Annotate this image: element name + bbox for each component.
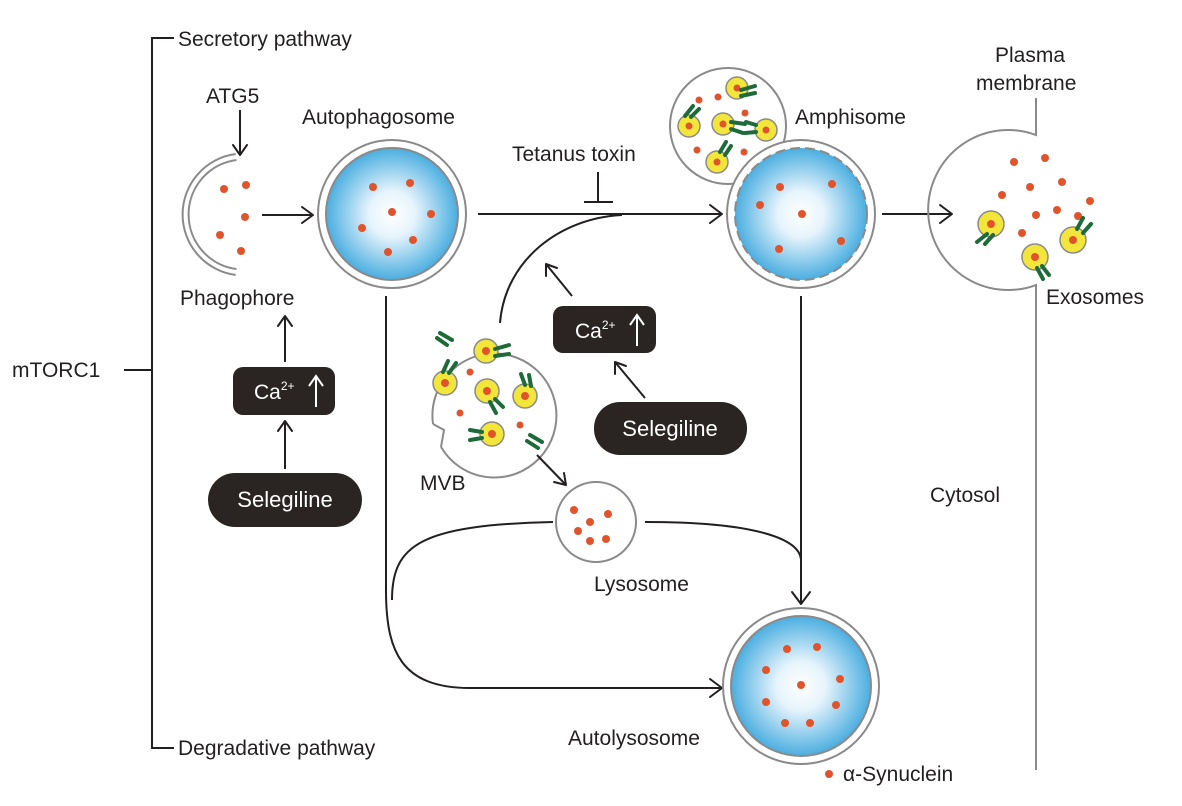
phagophore-to-autophagosome-arrow bbox=[262, 206, 314, 224]
mvb bbox=[431, 331, 558, 479]
mtorc1-bracket bbox=[124, 37, 174, 749]
autophagosome-label: Autophagosome bbox=[302, 106, 455, 129]
secretory-pathway-label: Secretory pathway bbox=[178, 28, 352, 51]
autophagosome-to-autolysosome-arrow bbox=[385, 296, 723, 698]
amphisome-exosome-vesicles bbox=[677, 76, 778, 174]
mtorc1-label: mTORC1 bbox=[12, 359, 100, 382]
selegiline-pill-left: Selegiline bbox=[208, 473, 362, 527]
lysosome-left-loop bbox=[391, 521, 554, 601]
amphisome-to-autolysosome-arrow bbox=[791, 296, 811, 605]
exosomes-label: Exosomes bbox=[1046, 286, 1144, 309]
selegiline-right-to-ca-arrow bbox=[614, 361, 646, 399]
plasma-membrane bbox=[927, 98, 1094, 770]
lysosome-to-autolysosome-right-curve bbox=[644, 521, 802, 561]
alpha-synuclein-dot-icon bbox=[825, 770, 833, 778]
autophagosome-to-amphisome-arrow bbox=[478, 204, 723, 224]
up-arrow-icon bbox=[308, 374, 324, 407]
lysosome-label: Lysosome bbox=[594, 573, 689, 596]
svg-text:Ca2+: Ca2+ bbox=[575, 318, 616, 343]
amphisome-to-plasma-arrow bbox=[882, 204, 953, 224]
legend-alpha-synuclein: α-Synuclein bbox=[843, 763, 953, 786]
exosome-vesicle bbox=[1021, 243, 1051, 281]
ca-left-sup: 2+ bbox=[281, 379, 295, 393]
ca-left-text: Ca bbox=[254, 381, 281, 404]
exosome-vesicle bbox=[975, 210, 1005, 246]
amphisome-label: Amphisome bbox=[795, 106, 906, 129]
selegiline-left-to-ca-arrow bbox=[277, 420, 293, 469]
lysosome bbox=[555, 481, 637, 563]
atg5-arrow bbox=[232, 110, 248, 156]
up-arrow-icon bbox=[629, 313, 645, 346]
degradative-pathway-label: Degradative pathway bbox=[178, 737, 376, 760]
phagophore-ca-arrow bbox=[277, 315, 293, 362]
amphisome bbox=[669, 67, 876, 289]
ca-right-sup: 2+ bbox=[602, 318, 616, 332]
ca-elevation-box-right: Ca2+ bbox=[553, 306, 656, 353]
plasma-membrane-label-line1: Plasma bbox=[995, 44, 1065, 67]
selegiline-right-text: Selegiline bbox=[622, 416, 717, 441]
cytosol-label: Cytosol bbox=[930, 484, 1000, 507]
autophagosome bbox=[317, 139, 467, 289]
ca-right-to-curve-arrow bbox=[545, 263, 573, 297]
mvb-label: MVB bbox=[420, 472, 466, 495]
phagophore bbox=[181, 153, 250, 276]
selegiline-pill-right: Selegiline bbox=[594, 402, 747, 455]
tetanus-toxin-inhibition bbox=[584, 172, 613, 203]
mvb-to-amphisome-curve bbox=[499, 214, 623, 324]
autolysosome-label: Autolysosome bbox=[568, 727, 700, 750]
autolysosome bbox=[722, 607, 880, 765]
svg-text:Ca2+: Ca2+ bbox=[254, 379, 295, 404]
selegiline-left-text: Selegiline bbox=[237, 487, 332, 512]
exosome-vesicle bbox=[1059, 216, 1093, 254]
legend: α-Synuclein bbox=[825, 763, 953, 786]
tetanus-toxin-label: Tetanus toxin bbox=[512, 143, 636, 166]
ca-elevation-box-left: Ca2+ bbox=[233, 367, 335, 415]
ca-right-text: Ca bbox=[575, 320, 602, 343]
mvb-to-lysosome-arrow bbox=[536, 454, 567, 486]
phagophore-label: Phagophore bbox=[180, 287, 294, 310]
plasma-membrane-label-line2: membrane bbox=[976, 72, 1076, 95]
atg5-label: ATG5 bbox=[206, 85, 259, 108]
